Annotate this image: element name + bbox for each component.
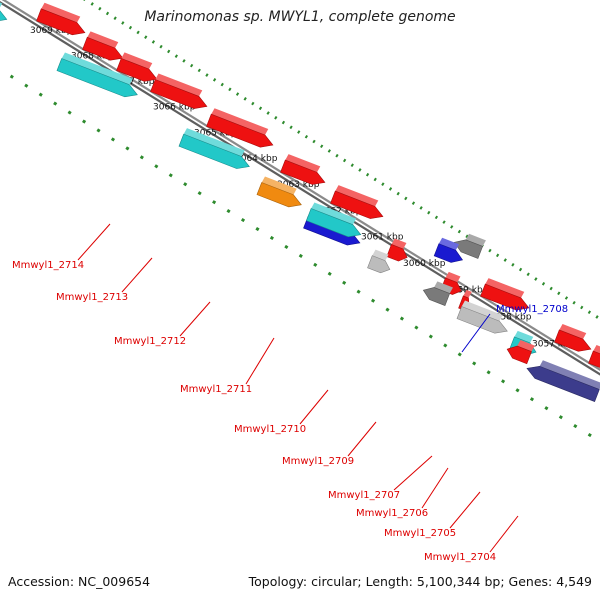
gene-feature <box>306 208 362 238</box>
gene-label: Mmwyl1_2705 <box>384 528 456 539</box>
gene-feature <box>433 243 464 263</box>
gene-feature-top <box>539 360 600 390</box>
ruler-tick-label: 3061 kbp <box>361 233 404 243</box>
gene-label: Mmwyl1_2704 <box>424 552 496 563</box>
gene-feature-top <box>183 128 245 157</box>
gene-feature <box>256 182 302 208</box>
gene-feature <box>506 345 532 365</box>
gene-feature <box>82 36 124 61</box>
gene-label-leader <box>421 467 449 509</box>
gene-feature-top <box>438 237 460 251</box>
gene-label: Mmwyl1_2709 <box>282 456 354 467</box>
gene-feature <box>36 8 86 36</box>
gene-feature-top <box>461 300 503 322</box>
gene-feature <box>206 113 274 148</box>
gene-feature-top <box>434 281 453 294</box>
gene-feature-top <box>335 185 379 207</box>
gene-label: Mmwyl1_2714 <box>12 260 84 271</box>
gene-feature <box>480 283 530 311</box>
gene-feature-top <box>311 202 357 225</box>
accession-text: Accession: NC_009654 <box>8 574 151 589</box>
gene-label-leader <box>121 257 153 293</box>
gene-feature-top <box>485 278 525 298</box>
ruler-tick-label: 3068 kbp <box>71 52 114 62</box>
gene-feature-top <box>261 176 297 195</box>
gene-feature <box>116 58 158 82</box>
gene-feature <box>367 255 391 274</box>
gene-label: Mmwyl1_2708 <box>496 304 568 315</box>
gene-label: Mmwyl1_2711 <box>180 384 252 395</box>
gene-feature-top <box>285 154 321 173</box>
gene-feature <box>456 306 508 334</box>
ruler-tick-label: 3065 kbp <box>194 128 237 138</box>
map-title: Marinomonas sp. MWYL1, complete genome <box>144 9 456 25</box>
gene-label: Mmwyl1_2707 <box>328 490 400 501</box>
gene-feature-top <box>559 323 587 340</box>
ruler-tick-label: 3057 kbp <box>532 339 575 349</box>
gene-label-leader <box>461 313 491 353</box>
gene-feature <box>56 58 138 98</box>
gene-feature-top <box>465 233 486 247</box>
inner-tick-ring <box>0 67 600 444</box>
gene-feature-top <box>121 52 153 70</box>
genome-summary-text: Topology: circular; Length: 5,100,344 bp… <box>248 574 592 589</box>
ruler-tick-label: 3062 kbp <box>319 206 362 216</box>
gene-feature <box>330 190 384 219</box>
ruler-tick-label: 3067 kbp <box>112 77 155 87</box>
gene-feature <box>178 133 250 169</box>
gene-label-leader <box>299 389 329 425</box>
ruler-tick-label: 3058 kbp <box>489 312 532 322</box>
gene-feature <box>554 329 592 352</box>
gene-label: Mmwyl1_2710 <box>234 424 306 435</box>
ruler-tick-label: 3066 kbp <box>153 103 196 113</box>
gene-feature-top <box>87 31 119 49</box>
ruler-tick-label: 3060 kbp <box>403 259 446 269</box>
gene-feature <box>526 365 600 402</box>
gene-label-leader <box>489 515 519 553</box>
outer-tick-ring <box>82 0 600 321</box>
gene-feature-top <box>61 52 133 85</box>
gene-feature <box>0 10 8 21</box>
gene-feature <box>422 287 451 306</box>
gene-label-leader <box>179 301 211 337</box>
gene-label-leader <box>449 491 481 529</box>
gene-label-leader <box>347 421 377 457</box>
gene-feature <box>150 79 208 109</box>
gene-label-leader <box>245 337 275 385</box>
gene-feature <box>588 350 600 368</box>
ruler-tick-label: 3064 kbp <box>235 154 278 164</box>
gene-feature-top <box>211 108 269 136</box>
gene-feature-top <box>463 289 472 298</box>
ruler-tick-label: 3069 kbp <box>30 26 73 36</box>
gene-feature <box>280 159 326 185</box>
gene-feature-top <box>372 249 389 261</box>
gene-feature <box>453 239 484 259</box>
gene-label: Mmwyl1_2706 <box>356 508 428 519</box>
gene-label: Mmwyl1_2712 <box>114 336 186 347</box>
gene-feature-top <box>514 330 534 343</box>
ruler-tick-label: 3063 kbp <box>277 180 320 190</box>
gene-feature-top <box>517 340 535 352</box>
gene-feature-top <box>445 271 461 283</box>
gene-feature-top <box>155 73 203 97</box>
gene-label: Mmwyl1_2713 <box>56 292 128 303</box>
gene-label-leader <box>393 455 433 491</box>
gene-feature-top <box>0 2 3 8</box>
gene-feature-top <box>41 2 81 23</box>
gene-label-leader <box>77 223 111 261</box>
backbone-line <box>0 1 600 376</box>
backbone-line <box>1 0 600 371</box>
gene-feature-top <box>391 238 407 249</box>
